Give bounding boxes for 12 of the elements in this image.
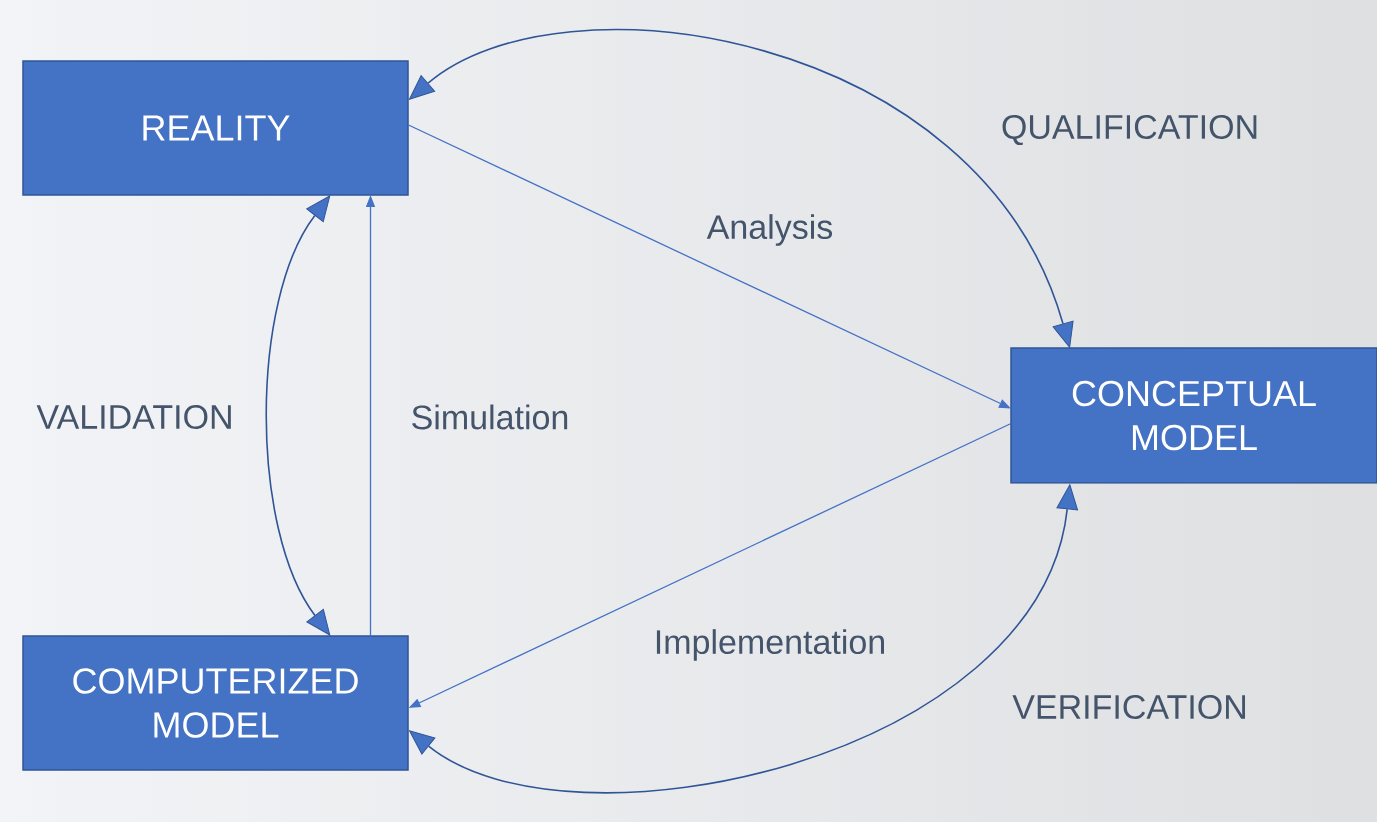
edge-label: Simulation xyxy=(412,404,568,430)
edge-label: VERIFICATION xyxy=(1012,694,1245,720)
process-box: REALITY xyxy=(22,60,409,196)
curved-arrow xyxy=(265,195,331,636)
process-box: CONCEPTUAL MODEL xyxy=(1010,347,1377,484)
edge-label: VALIDATION xyxy=(36,404,231,430)
process-box: COMPUTERIZED MODEL xyxy=(22,635,409,771)
edge-label: Analysis xyxy=(706,214,833,246)
curved-arrow xyxy=(409,29,1074,348)
edge-label: Implementation xyxy=(656,629,884,661)
curved-arrow xyxy=(409,484,1079,794)
edge-label: QUALIFICATION xyxy=(1002,114,1257,146)
